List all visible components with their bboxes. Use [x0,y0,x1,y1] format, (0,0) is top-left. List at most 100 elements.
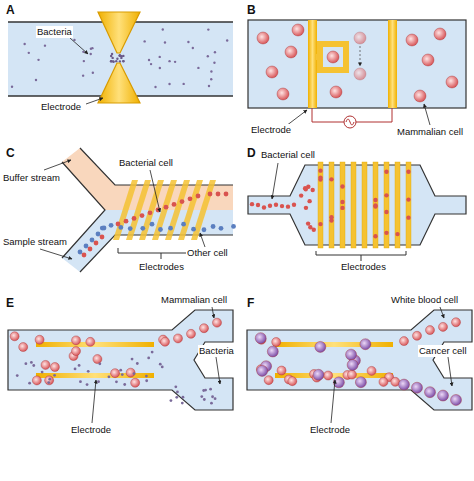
electrode [373,162,378,248]
panel-letter: A [6,3,15,17]
electrode [362,162,367,248]
bacterial-cell [306,221,310,225]
bacterial-cell [307,199,311,203]
bacterium [116,58,118,60]
channel-wall [62,148,233,272]
mammalian-cell [354,32,366,44]
bacterial-cell [164,205,169,210]
mammalian-cell [200,324,209,333]
bacterium [182,83,184,85]
bacterium [159,67,161,69]
bacterium [115,60,117,62]
electrode [36,373,154,378]
leader-line [331,380,335,423]
bacterium [115,380,118,383]
mammalian-cell [292,24,304,36]
panel-letter: C [6,146,15,160]
white-blood-cell [413,331,422,340]
cancer-cell [355,377,366,388]
bacterial-cell [318,168,322,172]
bacterium [174,385,177,388]
white-blood-cell [277,366,286,375]
bacterial-cell [340,200,344,204]
other-cell [96,232,101,237]
bacterium [16,374,19,377]
electrode [98,63,140,103]
callout-label: Cancer cell [418,345,468,357]
callout-label: Bacterial cell [118,157,174,169]
mammalian-cell [174,334,183,343]
bacterium [175,396,178,399]
bacterial-cell [373,234,377,238]
bacterium [90,53,92,55]
mammalian-cell [72,336,81,345]
electrode [320,44,346,70]
bacterial-cell [94,241,99,246]
channel [247,310,472,410]
bacterial-cell [224,192,229,197]
bacterium [35,79,37,81]
other-cell [168,226,173,231]
callout-label: Electrode [40,101,82,113]
bacterial-cell [406,197,410,201]
callout-label: Other cell [186,247,229,259]
bacterium [41,371,44,374]
bacterium [136,362,139,365]
bacterial-cell [395,232,399,236]
bacterial-cell [304,206,308,210]
bacterium [119,60,121,62]
mammalian-cell [19,343,28,352]
bacterium [164,41,166,43]
bacterial-cell [310,188,314,192]
other-cell [231,224,236,229]
callout-label: Electrodes [340,261,387,273]
electrode [329,162,334,248]
bracket [316,251,406,261]
other-cell [202,227,207,232]
bacterium [32,364,35,367]
panel-letter: D [247,146,256,160]
chamber [248,165,466,245]
white-blood-cell [272,338,281,347]
mammalian-cell [354,68,366,80]
mammalian-cell [434,28,446,40]
mammalian-cell [86,337,95,346]
bacterium [44,44,46,46]
electrode [318,162,323,248]
mammalian-cell [406,34,418,46]
mammalian-cell [72,347,81,356]
mammalian-cell [111,369,120,378]
bacterium [131,358,134,361]
other-cell [150,222,155,227]
mammalian-cell [131,378,140,387]
bacterium [74,367,77,370]
bacterium [111,53,113,55]
electrode [36,342,154,347]
other-cell [219,226,224,231]
electrode [406,162,411,248]
bacterium [161,365,164,368]
bacterial-cell [384,210,388,214]
bacterium [181,402,184,405]
mammalian-cell [266,66,278,78]
bacterium [122,60,124,62]
bacterium [150,63,152,65]
bacterial-cell [292,202,296,206]
mammalian-cell [32,376,41,385]
leader-line [424,104,430,125]
bacterium [226,39,228,41]
leader-line [272,163,278,199]
bacterium [98,362,101,365]
leader-line [212,307,214,318]
bacterium [162,28,164,30]
bacterium [143,40,145,42]
other-cell [84,244,89,249]
leader-line [440,307,444,318]
bacterium [214,51,216,53]
mammalian-cell [277,88,289,100]
bacterium [28,382,31,385]
leader-line [70,38,88,54]
mammalian-cell [414,90,426,102]
leader-line [216,357,220,384]
